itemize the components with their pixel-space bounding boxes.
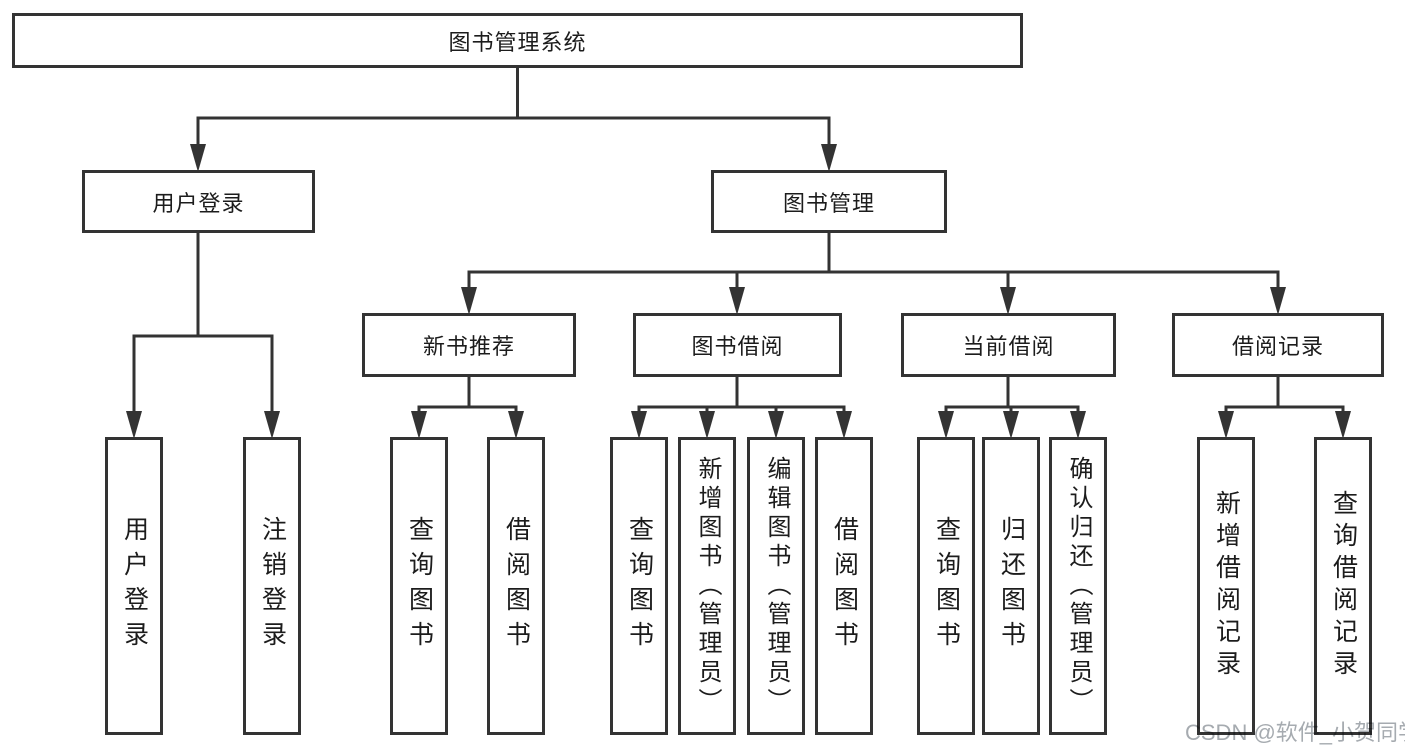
node-new-book-recommend: 新书推荐 bbox=[362, 313, 576, 377]
leaf-br-query-record: 查询借阅记录 bbox=[1314, 437, 1372, 735]
leaf-bb-add-book-admin: 新增图书（管理员） bbox=[678, 437, 736, 735]
node-label: 新增图书（管理员） bbox=[694, 455, 721, 717]
node-borrow-records: 借阅记录 bbox=[1172, 313, 1384, 377]
csdn-watermark: CSDN @软件_小贺同学 bbox=[1185, 720, 1405, 745]
node-label: 图书管理系统 bbox=[448, 29, 587, 55]
node-label: 新增借阅记录 bbox=[1212, 490, 1241, 682]
node-label: 查询图书 bbox=[625, 516, 654, 656]
node-label: 编辑图书（管理员） bbox=[763, 455, 790, 717]
node-label: 查询借阅记录 bbox=[1329, 490, 1358, 682]
leaf-nb-query-books: 查询图书 bbox=[390, 437, 448, 735]
node-label: 用户登录 bbox=[120, 516, 149, 656]
node-system-root: 图书管理系统 bbox=[12, 13, 1023, 68]
node-label: 查询图书 bbox=[405, 516, 434, 656]
node-book-borrow: 图书借阅 bbox=[633, 313, 842, 377]
node-label: 用户登录 bbox=[152, 190, 245, 216]
node-label: 借阅记录 bbox=[1231, 334, 1324, 359]
node-current-borrow: 当前借阅 bbox=[901, 313, 1116, 377]
leaf-br-add-record: 新增借阅记录 bbox=[1197, 437, 1255, 735]
leaf-cb-confirm-return-admin: 确认归还（管理员） bbox=[1049, 437, 1107, 735]
leaf-cb-return-books: 归还图书 bbox=[982, 437, 1040, 735]
leaf-bb-borrow-books: 借阅图书 bbox=[815, 437, 873, 735]
leaf-bb-edit-book-admin: 编辑图书（管理员） bbox=[747, 437, 805, 735]
node-label: 借阅图书 bbox=[502, 516, 531, 656]
node-label: 新书推荐 bbox=[422, 334, 515, 359]
leaf-nb-borrow-books: 借阅图书 bbox=[487, 437, 545, 735]
node-label: 注销登录 bbox=[258, 516, 287, 656]
node-book-management: 图书管理 bbox=[711, 170, 947, 233]
node-label: 归还图书 bbox=[997, 516, 1026, 656]
leaf-logout: 注销登录 bbox=[243, 437, 301, 735]
node-label: 图书借阅 bbox=[691, 334, 784, 359]
leaf-user-login: 用户登录 bbox=[105, 437, 163, 735]
leaf-cb-query-books: 查询图书 bbox=[917, 437, 975, 735]
node-user-login: 用户登录 bbox=[82, 170, 315, 233]
leaf-bb-query-books: 查询图书 bbox=[610, 437, 668, 735]
node-label: 借阅图书 bbox=[830, 516, 859, 656]
node-label: 当前借阅 bbox=[962, 334, 1055, 359]
node-label: 查询图书 bbox=[932, 516, 961, 656]
arrowhead-icons bbox=[126, 144, 1351, 439]
node-label: 图书管理 bbox=[782, 190, 875, 216]
node-label: 确认归还（管理员） bbox=[1065, 455, 1092, 717]
